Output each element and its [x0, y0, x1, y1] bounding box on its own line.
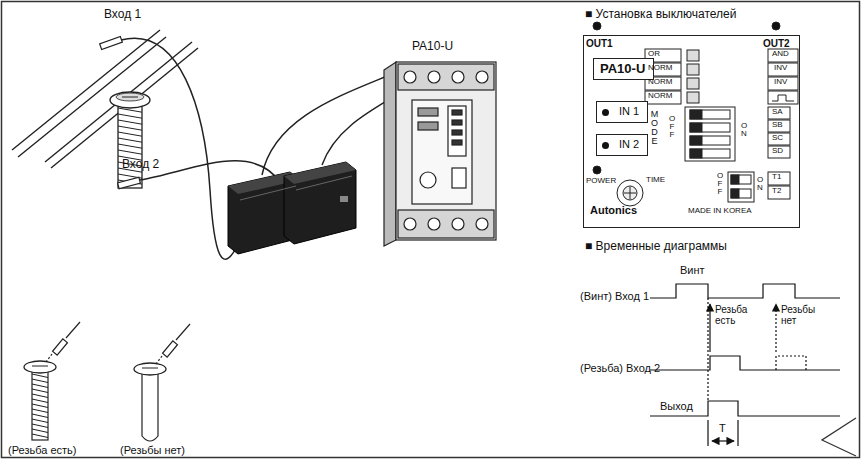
label-text: OUT2	[763, 38, 790, 49]
input-indicator-box: IN 2	[596, 134, 648, 156]
panel-text: MADE IN KOREA	[688, 207, 752, 216]
label-text: OFF	[668, 115, 676, 139]
screw-thread	[118, 108, 142, 112]
label-text: INV	[774, 64, 787, 73]
label-text: (Резьбы нет)	[120, 444, 185, 456]
screw-thread	[32, 389, 48, 393]
plain-pin	[134, 363, 166, 441]
label-text: NORM	[648, 64, 672, 73]
label-text: T2	[772, 187, 781, 196]
label-text: Резьбы нет	[781, 304, 825, 326]
label-text: OUT1	[586, 38, 613, 49]
label-text: PA10-U	[412, 40, 453, 53]
screw-thread	[118, 114, 142, 118]
switch-panel: PA10-U IN 1 IN 2 Autonics MADE IN KOREA	[583, 35, 800, 228]
screw-thread	[32, 424, 48, 428]
label-text: INV	[774, 78, 787, 87]
timing-waveforms	[650, 284, 840, 446]
label-text: ■ Установка выключателей	[585, 8, 736, 21]
conveyor-rails	[12, 30, 198, 168]
screw-thread	[118, 120, 142, 124]
fiber-cable	[121, 38, 440, 259]
screw-thread	[118, 150, 142, 154]
label-text: Выход	[660, 400, 693, 412]
label-text: OFF	[716, 172, 724, 196]
label-text: Винт	[680, 264, 705, 276]
label-text: OR	[648, 50, 660, 59]
screw-thread	[32, 434, 48, 438]
fiber-amplifier	[228, 162, 356, 254]
label-text: ■ Временные диаграммы	[585, 240, 727, 253]
label-text: SD	[772, 147, 783, 156]
model-box: PA10-U	[593, 58, 654, 80]
screw-thread	[32, 409, 48, 413]
screw-thread	[32, 429, 48, 433]
panel-text: Autonics	[590, 204, 637, 216]
threaded-screw	[24, 361, 56, 440]
screw-thread	[32, 394, 48, 398]
screw-thread	[32, 379, 48, 383]
label-text: POWER	[586, 177, 616, 186]
screw-thread	[118, 126, 142, 130]
box-label: IN 2	[619, 138, 639, 150]
input-indicator-box: IN 1	[596, 101, 648, 123]
label-text: SB	[772, 121, 783, 130]
label-text: Резьба есть	[715, 304, 759, 326]
label-text: (Резьба) Вход 2	[580, 362, 660, 374]
pa10-u-device	[384, 62, 496, 246]
screw-thread	[32, 414, 48, 418]
label-text: NORM	[648, 78, 672, 87]
label-text: MODE	[650, 110, 659, 146]
corner-mark	[822, 418, 856, 456]
label-text: T1	[772, 173, 781, 182]
screw-thread	[118, 138, 142, 142]
label-text: ON	[756, 176, 764, 192]
screw-thread	[32, 374, 48, 378]
screw-thread	[32, 384, 48, 388]
screw-thread	[32, 419, 48, 423]
box-label: IN 1	[619, 105, 639, 117]
screw-thread	[32, 404, 48, 408]
label-text: Вход 2	[122, 158, 159, 171]
screw	[110, 92, 150, 188]
label-text: TIME	[646, 176, 665, 185]
switch-panel-art	[593, 22, 798, 206]
label-text: ON	[740, 122, 748, 138]
screw-thread	[32, 399, 48, 403]
fiber-sensor-head	[46, 322, 190, 364]
label-text: NORM	[648, 92, 672, 101]
label-text: SC	[772, 134, 783, 143]
label-text: SA	[772, 108, 783, 117]
screw-thread	[118, 132, 142, 136]
label-text: T	[719, 422, 726, 434]
box-label: PA10-U	[600, 62, 645, 76]
label-text: (Резьба есть)	[8, 444, 76, 456]
label-text: (Винт) Вход 1	[580, 290, 649, 302]
label-text: AND	[772, 50, 789, 59]
label-text: Вход 1	[104, 8, 141, 21]
screw-thread	[118, 144, 142, 148]
